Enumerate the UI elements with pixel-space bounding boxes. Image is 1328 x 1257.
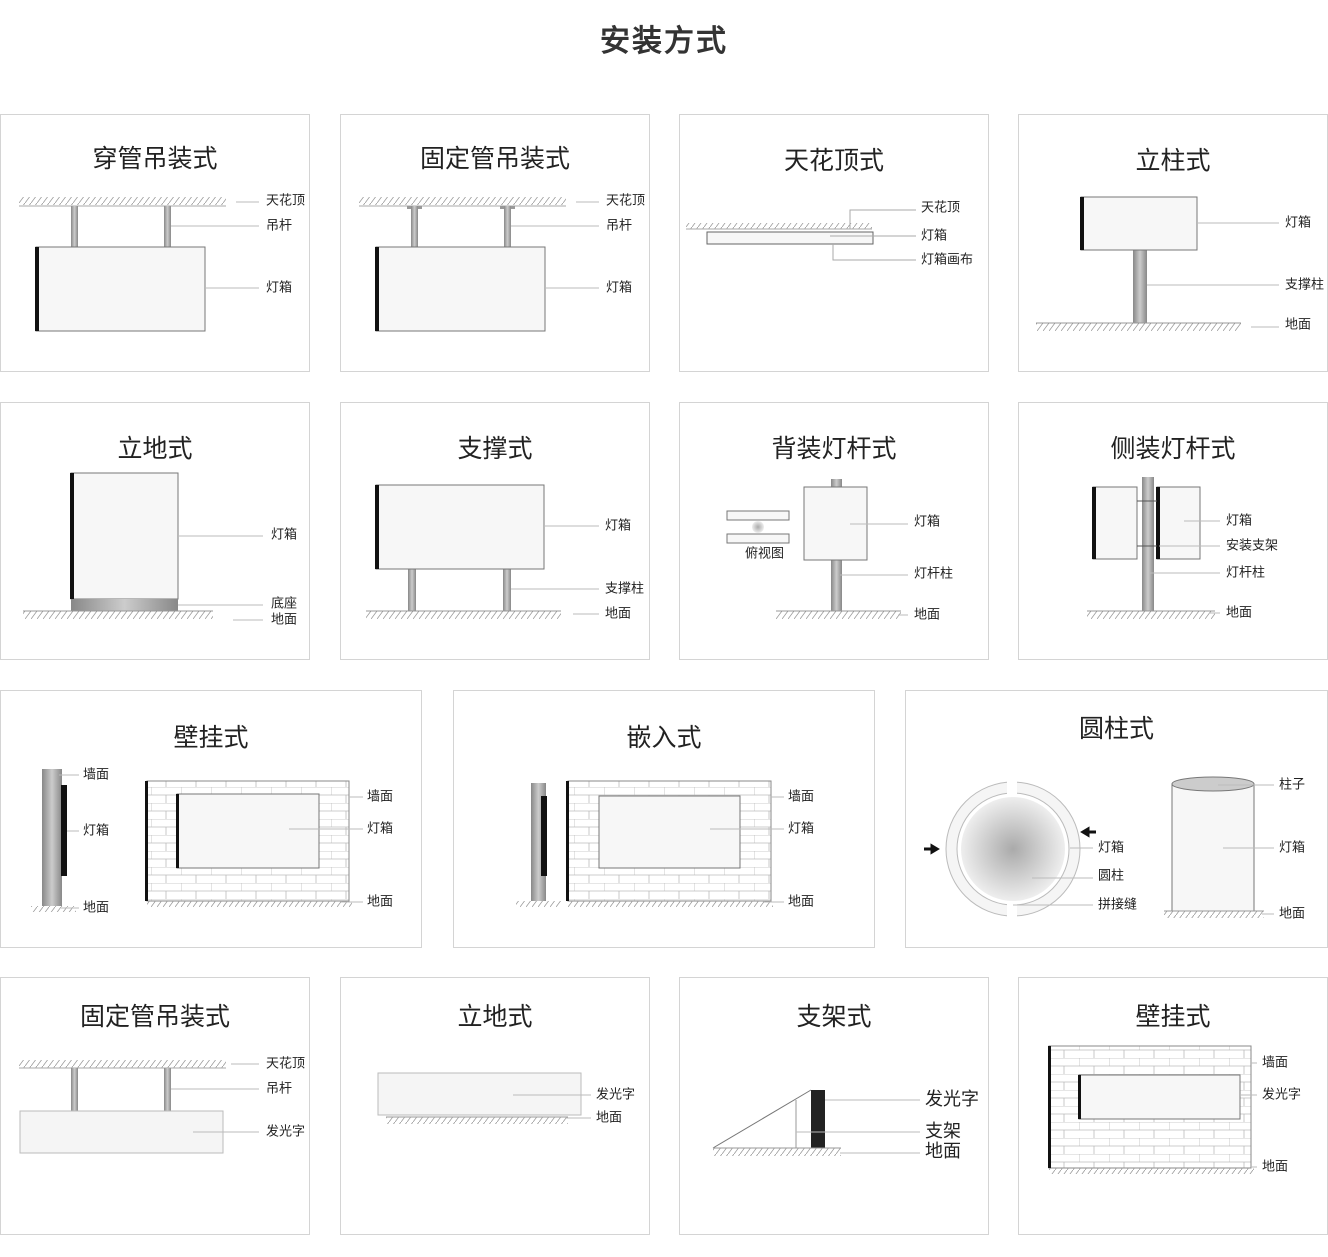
label-luminous-letters: 发光字 (1262, 1087, 1302, 1103)
panel-side-pole-mount: 侧装灯杆式 灯箱 安装支架 灯杆柱 地面 (1018, 402, 1328, 660)
diagram (19, 197, 259, 332)
label-bracket: 安装支架 (1226, 538, 1279, 554)
label-ground: 地面 (925, 1141, 961, 1162)
label-ground: 地面 (605, 606, 632, 622)
diagram (377, 1072, 591, 1124)
label-lightbox: 灯箱 (1226, 513, 1253, 529)
label-lightbox: 灯箱 (921, 228, 948, 244)
panel-through-pipe-hanging: 穿管吊装式 天花顶 吊杆 灯箱 (0, 114, 310, 372)
diagram (1087, 477, 1220, 619)
page-title: 安装方式 (600, 24, 728, 59)
label-ground: 地面 (914, 607, 941, 623)
label-support-post: 支撑柱 (1285, 277, 1325, 293)
panel-pillar-mount: 立柱式 灯箱 支撑柱 地面 (1018, 114, 1328, 372)
label-column: 圆柱 (1098, 868, 1125, 884)
panel-title: 圆柱式 (1078, 714, 1154, 743)
diagram (366, 484, 599, 619)
panel-fixed-pipe-hanging: 固定管吊装式 天花顶 吊杆 灯箱 (340, 114, 650, 372)
label-ground: 地面 (596, 1110, 623, 1126)
diagram (924, 776, 1274, 918)
label-lightbox: 灯箱 (83, 823, 110, 839)
label-wall: 墙面 (83, 767, 110, 783)
diagram (359, 197, 599, 332)
diagram (19, 1060, 259, 1154)
label-luminous-letters: 发光字 (925, 1089, 979, 1110)
panel-title: 背装灯杆式 (771, 434, 897, 463)
panel-back-pole-mount: 背装灯杆式 俯视图 灯箱 灯杆柱 地面 (679, 402, 989, 660)
panel-title: 嵌入式 (626, 723, 702, 752)
panel-title: 立地式 (457, 1002, 533, 1031)
panel-title: 侧装灯杆式 (1110, 434, 1236, 463)
panel-title: 壁挂式 (173, 723, 249, 752)
label-lightbox: 灯箱 (788, 821, 815, 837)
label-ground: 地面 (1262, 1159, 1289, 1175)
panel-wall-mount: 壁挂式 墙面 灯箱 地面 墙面 灯箱 地面 (0, 690, 422, 948)
label-lightbox: 灯箱 (367, 821, 394, 837)
label-pole: 灯杆柱 (914, 566, 954, 582)
panel-floor-standing-letters: 立地式 发光字 地面 (340, 977, 650, 1235)
label-ceiling: 天花顶 (921, 200, 961, 216)
label-lightbox: 灯箱 (1098, 840, 1125, 856)
top-view-caption: 俯视图 (745, 546, 785, 562)
panel-floor-standing: 立地式 灯箱 底座 地面 (0, 402, 310, 660)
label-seam: 拼接缝 (1098, 897, 1138, 913)
panel-title: 支撑式 (457, 434, 533, 463)
label-ground: 地面 (271, 612, 298, 628)
label-luminous-letters: 发光字 (596, 1087, 636, 1103)
label-pillar: 柱子 (1279, 777, 1306, 793)
label-ceiling: 天花顶 (266, 193, 306, 209)
label-lightbox: 灯箱 (605, 518, 632, 534)
label-base: 底座 (271, 596, 298, 612)
panel-title: 立地式 (117, 434, 193, 463)
label-ground: 地面 (83, 900, 110, 916)
panel-title: 固定管吊装式 (419, 144, 570, 173)
diagram (712, 1089, 920, 1156)
label-canvas: 灯箱画布 (921, 252, 974, 268)
label-ground: 地面 (1285, 317, 1312, 333)
diagram (686, 209, 916, 261)
label-rod: 吊杆 (266, 218, 293, 234)
panel-ceiling-mount: 天花顶式 天花顶 灯箱 灯箱画布 (679, 114, 989, 372)
label-lightbox: 灯箱 (1279, 840, 1306, 856)
label-pole: 灯杆柱 (1226, 565, 1266, 581)
panel-title: 穿管吊装式 (92, 144, 218, 173)
panel-title: 壁挂式 (1135, 1002, 1211, 1031)
panel-cylinder: 圆柱式 灯箱 圆柱 拼接缝 柱子 灯箱 地面 (905, 690, 1328, 948)
diagram (23, 472, 263, 621)
label-ceiling: 天花顶 (606, 193, 646, 209)
label-wall: 墙面 (367, 789, 394, 805)
diagram (31, 769, 363, 912)
label-lightbox: 灯箱 (606, 280, 633, 296)
diagram (1048, 1045, 1257, 1174)
panel-title: 立柱式 (1135, 146, 1211, 175)
label-ground: 地面 (1279, 906, 1306, 922)
label-support-post: 支撑柱 (605, 581, 645, 597)
panel-title: 固定管吊装式 (79, 1002, 230, 1031)
label-lightbox: 灯箱 (271, 527, 298, 543)
label-wall: 墙面 (1262, 1055, 1289, 1071)
label-lightbox: 灯箱 (914, 514, 941, 530)
panel-wall-mount-letters: 壁挂式 墙面 发光字 地面 (1018, 977, 1328, 1235)
label-wall: 墙面 (788, 789, 815, 805)
label-rod: 吊杆 (606, 218, 633, 234)
panel-bracket-mount: 支架式 发光字 支架 地面 (679, 977, 989, 1235)
label-ground: 地面 (367, 894, 394, 910)
panel-title: 支架式 (796, 1002, 872, 1031)
diagram (516, 780, 784, 907)
label-ground: 地面 (788, 894, 815, 910)
panel-support-mount: 支撑式 灯箱 支撑柱 地面 (340, 402, 650, 660)
panel-title: 天花顶式 (783, 146, 884, 175)
label-luminous-letters: 发光字 (266, 1124, 306, 1140)
label-lightbox: 灯箱 (266, 280, 293, 296)
label-bracket: 支架 (925, 1121, 961, 1142)
diagram (726, 479, 908, 619)
label-ground: 地面 (1226, 605, 1253, 621)
diagram (1036, 196, 1279, 331)
panel-embedded: 嵌入式 墙面 灯箱 地面 (453, 690, 875, 948)
label-ceiling: 天花顶 (266, 1056, 306, 1072)
label-rod: 吊杆 (266, 1081, 293, 1097)
panel-fixed-pipe-hanging-letters: 固定管吊装式 天花顶 吊杆 发光字 (0, 977, 310, 1235)
label-lightbox: 灯箱 (1285, 215, 1312, 231)
